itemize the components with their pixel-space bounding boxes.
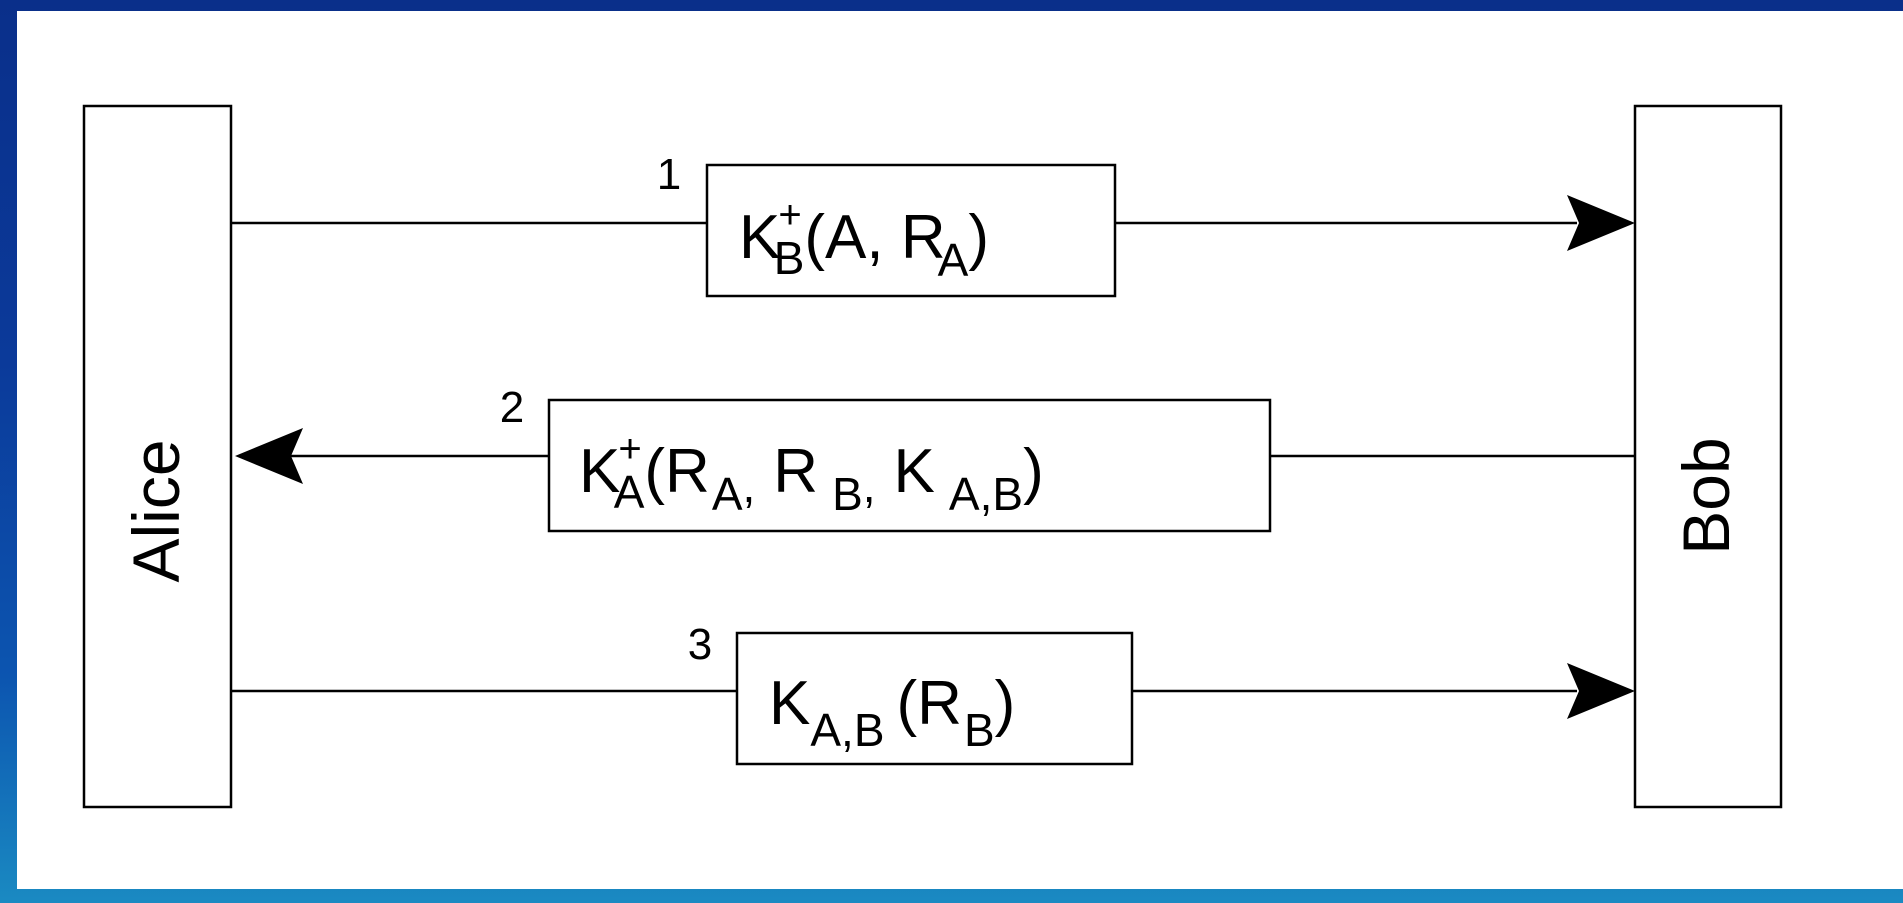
message-1-r-sub: A xyxy=(938,234,969,286)
message-3-key-sub: A,B xyxy=(810,704,884,756)
message-3-arrowhead-icon xyxy=(1567,663,1635,719)
message-2-k2-sub: A,B xyxy=(949,468,1023,520)
message-2-sep2: , xyxy=(863,460,876,512)
actor-bob: Bob xyxy=(1633,104,1783,809)
message-1-arrowhead-icon xyxy=(1567,195,1635,251)
alice-label: Alice xyxy=(119,439,193,582)
message-2-sep1: , xyxy=(743,460,756,512)
message-2-open: (R xyxy=(644,437,709,506)
message-1-open: (A, R xyxy=(804,203,945,272)
message-3-box xyxy=(735,631,1134,766)
message-1-key-sup: + xyxy=(778,193,801,237)
bob-label: Bob xyxy=(1669,437,1743,554)
message-3-close: ) xyxy=(995,669,1016,738)
message-1-key: K xyxy=(739,203,780,272)
message-3-number: 3 xyxy=(688,620,712,669)
message-2-key-sub: A xyxy=(614,466,645,518)
message-3-payload: KA,B(RB) xyxy=(769,669,1015,756)
message-3: 3 KA,B(RB) xyxy=(231,620,1635,766)
message-2-key: K xyxy=(579,437,620,506)
message-2-box xyxy=(547,398,1272,533)
message-2-r2: R xyxy=(773,437,818,506)
message-2-close: ) xyxy=(1023,437,1044,506)
message-3-r-sub: B xyxy=(964,704,995,756)
message-1-key-sub: B xyxy=(774,232,805,284)
message-1-close: ) xyxy=(968,203,989,272)
message-2-k2: K xyxy=(894,437,935,506)
message-3-key: K xyxy=(769,669,810,738)
bob-box xyxy=(1633,104,1783,809)
message-1: 1 K+B(A, RA) xyxy=(231,150,1635,298)
message-1-payload: K+B(A, RA) xyxy=(739,193,989,286)
message-2-r1-sub: A xyxy=(712,468,743,520)
message-2-r2-sub: B xyxy=(832,468,863,520)
message-3-open: (R xyxy=(897,669,962,738)
actor-alice: Alice xyxy=(82,104,233,809)
message-1-number: 1 xyxy=(657,150,681,199)
message-2-key-sup: + xyxy=(618,427,641,471)
message-1-box xyxy=(705,163,1117,298)
message-2-number: 2 xyxy=(500,383,524,432)
alice-box xyxy=(82,104,233,809)
message-2-arrowhead-icon xyxy=(235,428,303,484)
